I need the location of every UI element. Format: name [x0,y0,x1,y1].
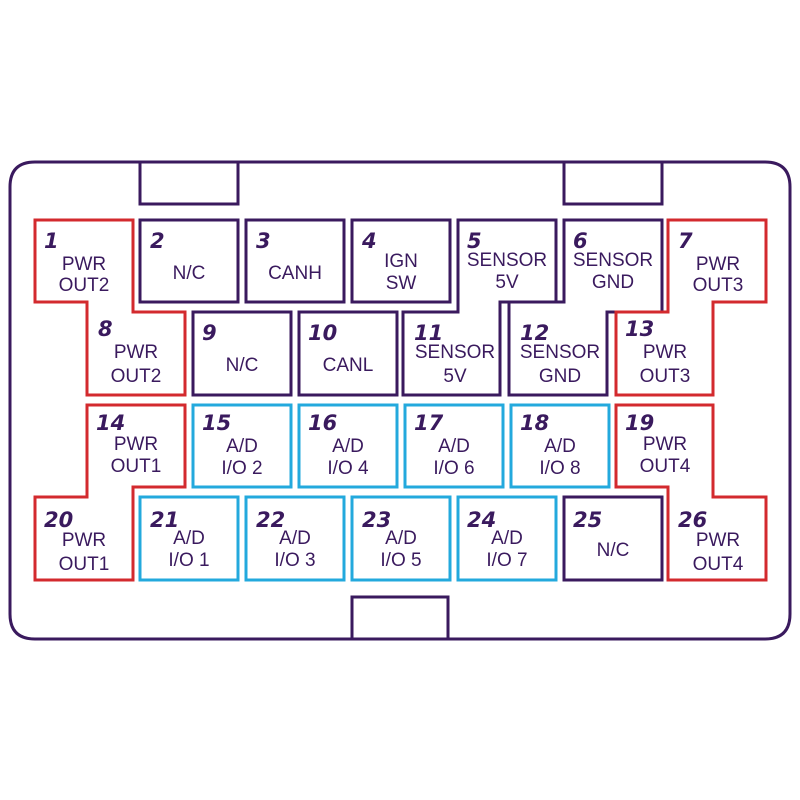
pin-1-outline [33,218,187,397]
pin-13-number: 13 [625,317,654,341]
pin-2-number: 2 [150,229,165,253]
pin-21-label: A/D [173,528,205,549]
pin-16-label: I/O 4 [327,458,369,479]
pin-11-label: 5V [443,366,467,387]
pin-1-number: 1 [44,229,59,253]
pin-9-label: N/C [226,355,259,376]
pin-9-outline [191,310,293,397]
pin-14-outline [33,403,187,582]
pin-11-number: 11 [414,321,443,345]
pin-8-label: OUT2 [111,366,162,387]
pin-18-label: I/O 8 [539,458,580,479]
pin-8-label: PWR [114,342,158,363]
pin-4-label: SW [386,273,417,294]
pin-13-label: PWR [643,342,687,363]
pin-20-label: OUT1 [59,554,110,575]
pin-14-label: OUT1 [111,456,162,477]
pin-24-number: 24 [467,508,496,532]
pin-25-outline [562,495,664,582]
pin-16-outline [297,403,399,489]
pin-23-outline [350,495,452,582]
pin-20-label: PWR [62,530,106,551]
pin-13-label: OUT3 [640,366,691,387]
pin-14-label: PWR [114,434,158,455]
pin-15-label: A/D [226,436,258,457]
pin-17-label: A/D [438,436,470,457]
pin-5-number: 5 [467,229,482,253]
pin-18-label: A/D [544,436,576,457]
pin-15-label: I/O 2 [221,458,262,479]
pin-14-number: 14 [96,411,125,435]
pin-9-number: 9 [202,321,217,345]
pin-23-number: 23 [362,508,391,532]
pin-26-label: OUT4 [693,554,744,575]
pin-17-outline [403,403,505,489]
pin-16-number: 16 [308,411,337,435]
pin-10-outline [297,310,399,397]
pin-19-outline [614,403,768,582]
pin-3-label: CANH [268,263,322,284]
pin-4-outline [350,218,452,304]
locking-tab-top-right [562,160,664,206]
pin-25-label: N/C [597,540,630,561]
pin-16-label: A/D [332,436,364,457]
pin-22-label: I/O 3 [274,550,315,571]
pin-24-label: A/D [491,528,523,549]
pin-12-number: 12 [520,321,549,345]
pin-5-label: 5V [495,272,519,293]
pin-5-outline [401,218,558,397]
pin-22-label: A/D [279,528,311,549]
pin-1-label: OUT2 [59,275,110,296]
pin-7-label: OUT3 [693,275,744,296]
pin-group: 1PWROUT22N/C3CANH4IGNSW5SENSOR5V6SENSORG… [33,218,768,582]
pin-7-outline [614,218,768,397]
pin-18-outline [509,403,611,489]
pin-23-label: A/D [385,528,417,549]
connector-housing [8,160,792,641]
pin-19-label: PWR [643,434,687,455]
pin-22-number: 22 [256,508,285,532]
pin-8-number: 8 [98,317,113,341]
pin-22-outline [244,495,346,582]
pin-15-number: 15 [202,411,231,435]
pin-4-label: IGN [384,251,418,272]
pin-25-number: 25 [573,508,602,532]
pin-17-label: I/O 6 [433,458,474,479]
pin-11-label: SENSOR [415,342,495,363]
pin-26-number: 26 [678,508,707,532]
pin-7-number: 7 [678,229,693,253]
pin-20-number: 20 [44,508,73,532]
pin-7-label: PWR [696,254,740,275]
pin-1-label: PWR [62,254,106,275]
pin-21-label: I/O 1 [168,550,209,571]
pin-17-number: 17 [414,411,444,435]
pin-3-number: 3 [256,229,271,253]
pin-24-label: I/O 7 [486,550,527,571]
pin-15-outline [191,403,293,489]
pin-6-label: GND [592,272,634,293]
pin-18-number: 18 [520,411,549,435]
pin-5-label: SENSOR [467,250,547,271]
pin-24-outline [456,495,558,582]
pin-10-number: 10 [308,321,337,345]
pin-6-number: 6 [573,229,588,253]
pin-2-outline [138,218,240,304]
pin-12-label: GND [539,366,581,387]
pin-4-number: 4 [361,229,377,253]
locking-tab-top-left [138,160,240,206]
pin-21-outline [138,495,240,582]
pin-23-label: I/O 5 [380,550,421,571]
locking-tab-bottom [350,595,450,641]
pin-12-label: SENSOR [520,342,600,363]
pin-26-label: PWR [696,530,740,551]
pin-19-number: 19 [625,411,654,435]
pin-3-outline [244,218,346,304]
pin-21-number: 21 [150,508,179,532]
pin-19-label: OUT4 [640,456,691,477]
pin-6-outline [507,218,664,397]
pin-10-label: CANL [323,355,374,376]
pin-6-label: SENSOR [573,250,653,271]
pin-2-label: N/C [173,263,206,284]
